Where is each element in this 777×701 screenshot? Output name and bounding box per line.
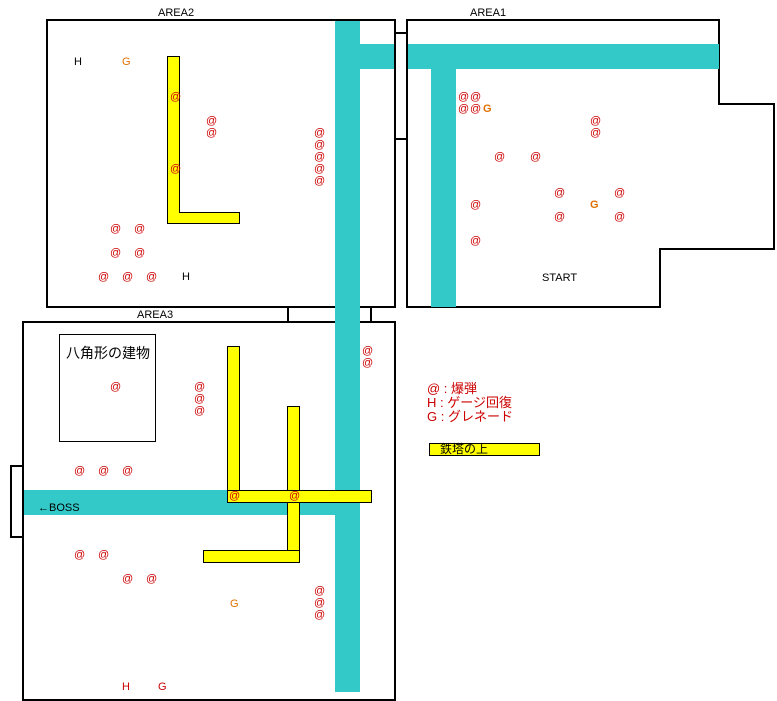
bomb-marker: @: [289, 490, 301, 502]
area2-right-wall: [394, 19, 396, 308]
water-area3-vertical: [335, 323, 360, 692]
bomb-marker: @: [170, 91, 182, 103]
area-connector-bottom: [396, 138, 408, 140]
bomb-marker: @: [614, 211, 626, 223]
bomb-marker: @: [74, 549, 86, 561]
bomb-marker: @: [194, 381, 206, 393]
bomb-marker: @: [314, 609, 326, 621]
tower-area3-right-vertical: [287, 406, 300, 562]
bomb-marker: @: [194, 393, 206, 405]
bomb-marker: @: [362, 357, 374, 369]
legend-tower-swatch: [429, 443, 540, 456]
bomb-marker: @: [110, 223, 122, 235]
bomb-marker: @: [362, 345, 374, 357]
bomb-marker: @: [146, 573, 158, 585]
bomb-marker: @: [122, 271, 134, 283]
bomb-marker: @: [470, 235, 482, 247]
octagon-building: [59, 334, 156, 442]
bomb-marker: @: [494, 151, 506, 163]
bomb-marker: @: [314, 597, 326, 609]
bomb-marker: @: [458, 91, 470, 103]
bomb-marker: @: [98, 465, 110, 477]
area3-label: AREA3: [137, 309, 174, 321]
bomb-marker: @: [98, 549, 110, 561]
legend-bomb: @ : 爆弾: [427, 381, 478, 396]
boss-door: [10, 465, 24, 538]
bomb-marker: @: [314, 585, 326, 597]
water-area1-horizontal: [408, 44, 719, 69]
tower-area3-joint-a: [228, 491, 239, 502]
bomb-marker: @: [554, 211, 566, 223]
bomb-marker: @: [614, 187, 626, 199]
grenade-marker: G: [122, 56, 131, 68]
bomb-marker: @: [194, 405, 206, 417]
water-corridor: [335, 306, 360, 323]
tower-area2-joint: [168, 211, 179, 223]
area3-right-wall: [394, 321, 396, 692]
bomb-marker: @: [314, 127, 326, 139]
tower-area3-left-vertical: [227, 346, 240, 502]
heal-marker: H: [74, 56, 82, 68]
bomb-marker: @: [206, 127, 218, 139]
bomb-marker: @: [134, 247, 146, 259]
bomb-marker: @: [170, 163, 182, 175]
tower-area3-horizontal: [227, 490, 372, 503]
start-label: START: [542, 272, 578, 284]
octagon-building-label: 八角形の建物: [66, 345, 150, 361]
water-area2-vertical: [335, 21, 360, 307]
bomb-marker: @: [470, 91, 482, 103]
legend-tower-label: 鉄塔の上: [440, 442, 489, 456]
heal-marker: H: [122, 681, 130, 693]
tower-area3-joint-c: [288, 551, 299, 562]
bomb-marker: @: [470, 199, 482, 211]
area1-outline: [406, 19, 775, 308]
area1-label: AREA1: [470, 7, 507, 19]
bomb-marker: @: [554, 187, 566, 199]
bomb-marker: @: [146, 271, 158, 283]
heal-marker: H: [182, 271, 190, 283]
grenade-marker: G: [158, 681, 167, 693]
area2-label: AREA2: [158, 7, 195, 19]
bomb-marker: @: [110, 247, 122, 259]
bomb-marker: @: [206, 115, 218, 127]
bomb-marker: @: [110, 381, 122, 393]
bomb-marker: @: [314, 151, 326, 163]
tower-area2-horizontal: [167, 212, 240, 224]
grenade-marker: G: [230, 598, 239, 610]
bomb-marker: @: [122, 465, 134, 477]
bomb-marker: @: [122, 573, 134, 585]
bomb-marker: @: [590, 115, 602, 127]
tower-area3-lower-horizontal: [203, 550, 300, 563]
bomb-marker: @: [458, 103, 470, 115]
grenade-marker: G: [590, 199, 599, 211]
water-area2-horizontal: [360, 44, 395, 69]
bomb-marker: @: [314, 139, 326, 151]
boss-label: ←BOSS: [38, 502, 80, 514]
area-connector-top: [396, 32, 408, 34]
bomb-marker: @: [229, 490, 241, 502]
water-area1-vertical: [431, 69, 456, 307]
tower-area2-vertical: [167, 56, 180, 224]
bomb-marker: @: [314, 163, 326, 175]
bomb-marker: @: [590, 127, 602, 139]
bomb-marker: @: [98, 271, 110, 283]
legend-heal: H : ゲージ回復: [427, 395, 512, 410]
bomb-marker: @: [314, 175, 326, 187]
bomb-marker: @: [470, 103, 482, 115]
bomb-marker: @: [134, 223, 146, 235]
legend-grenade: G : グレネード: [427, 409, 513, 424]
bomb-marker: @: [74, 465, 86, 477]
bomb-marker: @: [530, 151, 542, 163]
grenade-marker: G: [483, 103, 492, 115]
tower-area3-joint-b: [288, 491, 299, 502]
